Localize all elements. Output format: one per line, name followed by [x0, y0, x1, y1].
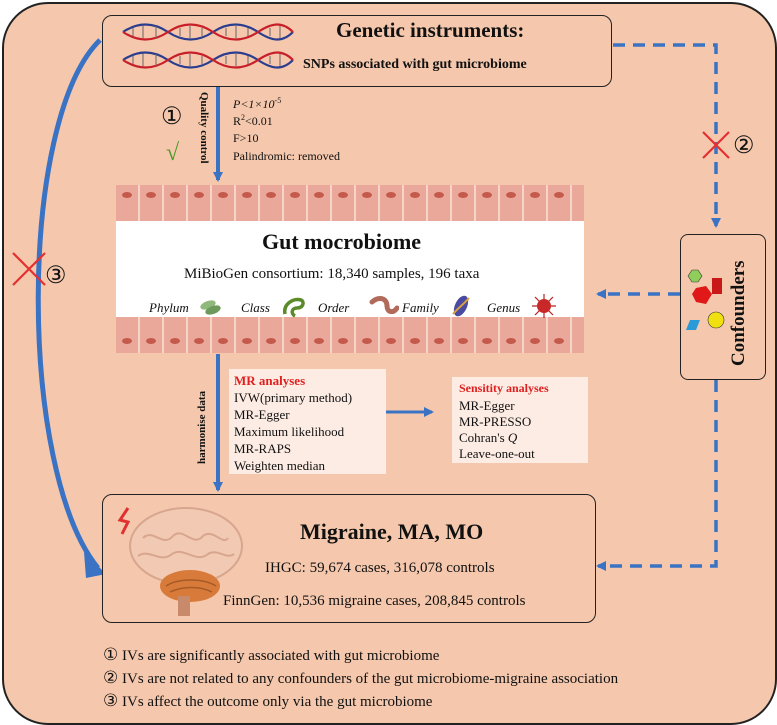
- footnote-marker: ③: [103, 691, 119, 710]
- taxa-order-label: Order: [318, 300, 350, 315]
- mr-item: Weighten median: [234, 458, 326, 473]
- qc-criteria-r: R2<0.01: [233, 113, 273, 129]
- genetic-title: Genetic instruments:: [336, 18, 525, 42]
- gut-subtitle: MiBioGen consortium: 18,340 samples, 196…: [184, 266, 480, 282]
- mr-heading: MR analyses: [234, 373, 306, 388]
- curved-arrow-genetic-migraine: [35, 38, 102, 570]
- genus-bacteria-icon: [532, 294, 556, 318]
- mr-item: IVW(primary method): [234, 390, 353, 405]
- gut-white-panel: [116, 221, 584, 317]
- qc-marker: ①: [161, 104, 183, 130]
- footnote-1: ① IVs are significantly associated with …: [103, 645, 439, 665]
- cochran-text: Cohran's: [459, 430, 508, 445]
- footnote-marker: ①: [103, 645, 119, 664]
- footnote-3: ③ IVs affect the outcome only via the gu…: [103, 691, 432, 711]
- dashed-arrow-confounders-migraine: [596, 380, 718, 571]
- footnote-text: IVs affect the outcome only via the gut …: [122, 694, 433, 710]
- gut-cells-top: [116, 185, 584, 221]
- dna-helix-icon: [122, 23, 294, 69]
- qc-check-icon: √: [166, 140, 180, 166]
- sensitivity-item-cochran: Cohran's Q: [459, 430, 517, 446]
- sensitivity-heading: Sensitity analyses: [459, 381, 549, 395]
- footnote-text: IVs are significantly associated with gu…: [122, 648, 440, 664]
- genetic-subtitle: SNPs associated with gut microbiome: [303, 57, 527, 72]
- gut-title: Gut mocrobiome: [262, 229, 422, 254]
- genetic-instruments-box: [102, 15, 612, 87]
- confounders-label: Confounders: [728, 260, 749, 366]
- taxa-class-label: Class: [241, 300, 270, 315]
- order-bacteria-icon: [369, 296, 399, 315]
- footnote-2: ② IVs are not related to any confounders…: [103, 668, 618, 688]
- migraine-finngen: FinnGen: 10,536 migraine cases, 208,845 …: [223, 593, 526, 609]
- qc-r-text: R: [233, 114, 242, 128]
- sensitivity-box: [452, 377, 588, 463]
- family-bacteria-icon: [452, 295, 470, 317]
- cross-2-icon: [702, 131, 730, 159]
- cross-3-icon: [12, 252, 46, 286]
- gut-band: [116, 185, 584, 353]
- mr-item: Maximum likelihood: [234, 424, 345, 439]
- qc-criteria-f: F>10: [233, 131, 259, 145]
- footnote-marker: ②: [103, 668, 119, 687]
- sensitivity-item: Leave-one-out: [459, 446, 535, 461]
- taxa-phylum-label: Phylum: [149, 300, 189, 315]
- class-bacteria-icon: [283, 297, 305, 318]
- footnote-text: IVs are not related to any confounders o…: [122, 671, 619, 687]
- migraine-ihgc: IHGC: 59,674 cases, 316,078 controls: [265, 560, 495, 576]
- cell-nuclei: [122, 192, 564, 344]
- brain-icon: [117, 507, 243, 616]
- qc-label: Quality control: [198, 92, 210, 164]
- migraine-title: Migraine, MA, MO: [300, 519, 484, 544]
- confounders-box: [680, 234, 766, 380]
- cross-3-marker: ③: [45, 263, 67, 289]
- qc-p-exp: -5: [274, 96, 282, 105]
- mr-analyses-box: [229, 369, 386, 474]
- harmonise-label: harmonise data: [196, 390, 208, 464]
- mr-item: MR-Egger: [234, 407, 290, 422]
- sensitivity-item: MR-Egger: [459, 398, 515, 413]
- dashed-arrow-genetic-confounders: [613, 43, 721, 228]
- phylum-bacteria-icon: [200, 300, 221, 315]
- cochran-q: Q: [507, 430, 518, 445]
- qc-r-rest: <0.01: [245, 114, 273, 128]
- taxa-family-label: Family: [402, 300, 439, 315]
- mr-item: MR-RAPS: [234, 441, 292, 456]
- qc-criteria-pal: Palindromic: removed: [233, 149, 340, 163]
- cross-2-marker: ②: [733, 133, 755, 159]
- colored-shapes-icon: [686, 269, 725, 330]
- qc-p-text: P<1×10: [233, 97, 275, 111]
- gut-cells-bottom: [116, 317, 584, 353]
- taxa-genus-label: Genus: [487, 300, 521, 315]
- qc-criteria-p: P<1×10-5: [233, 96, 281, 112]
- qc-r-exp: 2: [241, 113, 246, 122]
- sensitivity-item: MR-PRESSO: [459, 414, 532, 429]
